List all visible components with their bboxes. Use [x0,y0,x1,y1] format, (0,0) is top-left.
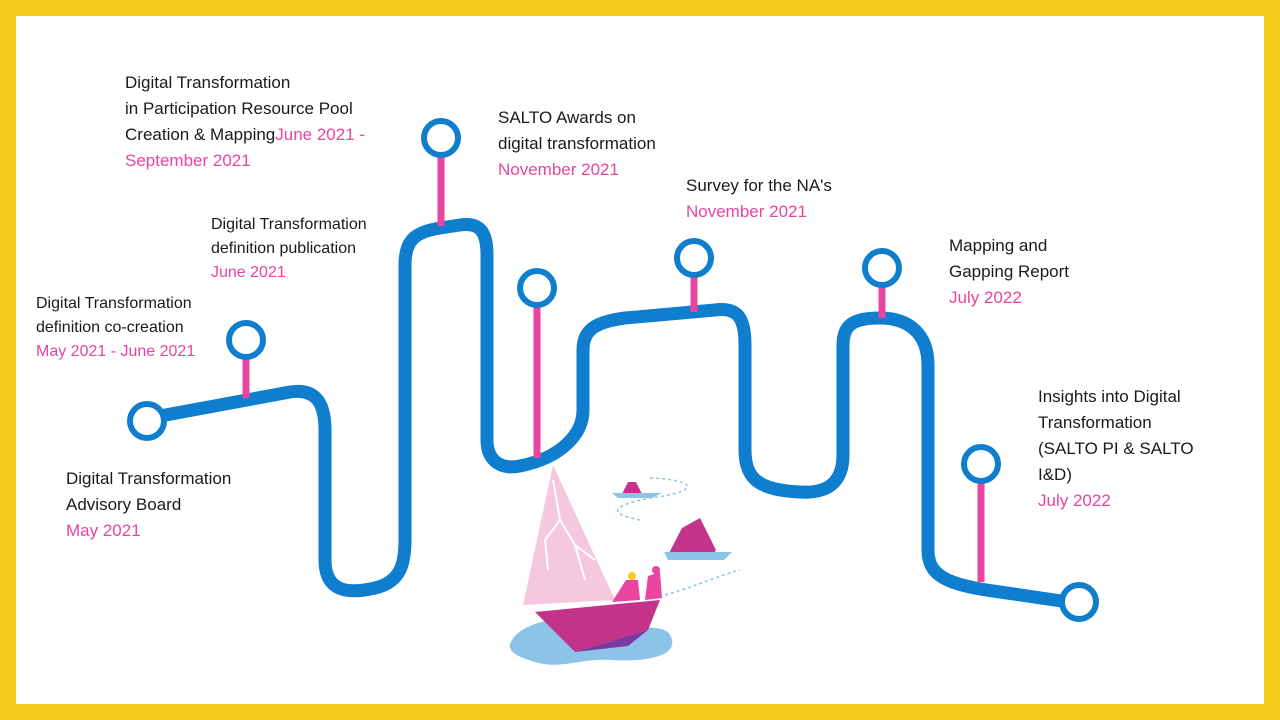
sailor-body-1 [612,580,640,602]
wake-lines [616,477,741,596]
milestone-1: Digital Transformation Advisory Board Ma… [66,466,231,544]
milestone-date: July 2022 [949,288,1022,307]
milestone-title: Digital Transformation Advisory Board [66,469,232,514]
milestone-2: Digital Transformation definition co-cre… [36,292,195,364]
milestone-7: Mapping and Gapping Report July 2022 [949,233,1069,311]
sailboat-with-sailors-icon [509,465,741,665]
milestone-6: Survey for the NA's November 2021 [686,173,832,225]
milestone-4: Digital Transformation in Participation … [125,70,365,174]
milestone-date: November 2021 [498,160,619,179]
pin-head-1 [127,401,167,441]
milestone-date: November 2021 [686,202,807,221]
milestone-title: Digital Transformation definition co-cre… [36,295,192,336]
milestone-title: Digital Transformation in Participation … [125,73,353,144]
pin-head-5 [517,268,557,308]
milestone-8: Insights into Digital Transformation (SA… [1038,384,1194,514]
rock-small-water [612,493,662,498]
pin-head-8 [961,444,1001,484]
boat-hull-shadow [575,630,648,652]
milestone-title: Mapping and Gapping Report [949,236,1070,281]
rock-large [668,518,716,556]
milestone-title: Insights into Digital Transformation (SA… [1038,387,1194,484]
sailor-head-1 [628,572,636,580]
milestone-3: Digital Transformation definition public… [211,213,367,285]
rock-large-water [664,552,732,560]
pin-head-6 [674,238,714,278]
sailor-body-2 [645,572,662,600]
milestone-title: Digital Transformation definition public… [211,216,367,257]
pin-head-4 [421,118,461,158]
milestone-date: May 2021 [66,521,141,540]
timeline-canvas [16,16,1264,704]
sailor-head-2 [652,566,660,574]
circuit-lines [543,479,596,581]
milestone-date: July 2022 [1038,491,1111,510]
pin-head-9 [1059,582,1099,622]
pin-stems [242,156,985,582]
boat-hull [535,600,660,652]
milestone-title: SALTO Awards on digital transformation [498,108,656,153]
milestone-5: SALTO Awards on digital transformation N… [498,105,656,183]
pin-head-2 [226,320,266,360]
milestone-title: Survey for the NA's [686,176,832,195]
milestone-date: May 2021 - June 2021 [36,343,196,360]
milestone-date: June 2021 [211,264,286,281]
rock-small [622,482,642,494]
pin-head-7 [862,248,902,288]
milestone-date: June 2021 - September 2021 [125,125,366,170]
